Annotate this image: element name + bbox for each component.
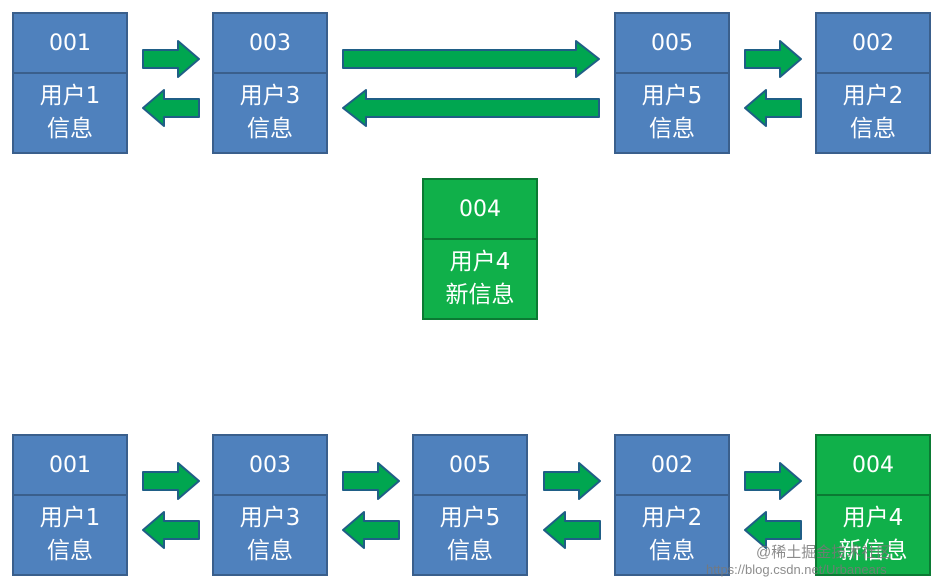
node-info-line: 信息 xyxy=(47,538,93,564)
node-id: 004 xyxy=(422,178,538,240)
left-arrow-long-icon xyxy=(342,89,600,127)
node-info-line: 用户4 xyxy=(842,505,904,531)
node-info: 用户3 信息 xyxy=(212,494,328,576)
node-003-top: 003 用户3 信息 xyxy=(212,12,328,156)
node-003-bottom: 003 用户3 信息 xyxy=(212,434,328,578)
watermark-line1: @稀土掘金技术社区 xyxy=(756,544,892,561)
node-info-line: 用户1 xyxy=(39,505,101,531)
node-info-line: 用户3 xyxy=(239,83,301,109)
node-id: 003 xyxy=(212,12,328,74)
node-005-bottom: 005 用户5 信息 xyxy=(412,434,528,578)
right-arrow-long-icon xyxy=(342,40,600,78)
node-info-line: 用户1 xyxy=(39,83,101,109)
left-arrow-icon xyxy=(744,89,802,127)
right-arrow-icon xyxy=(744,40,802,78)
node-info: 用户4 新信息 xyxy=(422,238,538,320)
node-info: 用户2 信息 xyxy=(614,494,730,576)
left-arrow-icon xyxy=(142,511,200,549)
right-arrow-icon xyxy=(543,462,601,500)
node-id: 001 xyxy=(12,12,128,74)
right-arrow-icon xyxy=(142,40,200,78)
node-001-bottom: 001 用户1 信息 xyxy=(12,434,128,578)
node-info-line: 信息 xyxy=(247,538,293,564)
node-info: 用户5 信息 xyxy=(614,72,730,154)
node-info: 用户5 信息 xyxy=(412,494,528,576)
node-id: 002 xyxy=(815,12,931,74)
node-info-line: 用户2 xyxy=(641,505,703,531)
left-arrow-icon xyxy=(342,511,400,549)
node-info-line: 信息 xyxy=(649,116,695,142)
node-id: 005 xyxy=(412,434,528,496)
node-001-top: 001 用户1 信息 xyxy=(12,12,128,156)
node-info: 用户1 信息 xyxy=(12,494,128,576)
node-id: 003 xyxy=(212,434,328,496)
node-info-line: 信息 xyxy=(247,116,293,142)
node-info: 用户2 信息 xyxy=(815,72,931,154)
node-info-line: 信息 xyxy=(47,116,93,142)
node-002-bottom: 002 用户2 信息 xyxy=(614,434,730,578)
node-info: 用户1 信息 xyxy=(12,72,128,154)
node-info-line: 新信息 xyxy=(838,538,908,564)
node-id: 005 xyxy=(614,12,730,74)
node-id: 004 xyxy=(815,434,931,496)
right-arrow-icon xyxy=(744,462,802,500)
node-info-line: 用户5 xyxy=(641,83,703,109)
node-id: 001 xyxy=(12,434,128,496)
node-info-line: 用户5 xyxy=(439,505,501,531)
node-info-line: 信息 xyxy=(850,116,896,142)
node-002-top: 002 用户2 信息 xyxy=(815,12,931,156)
node-info: 用户3 信息 xyxy=(212,72,328,154)
left-arrow-icon xyxy=(744,511,802,549)
node-info: 用户4 新信息 xyxy=(815,494,931,576)
right-arrow-icon xyxy=(342,462,400,500)
left-arrow-icon xyxy=(142,89,200,127)
left-arrow-icon xyxy=(543,511,601,549)
node-005-top: 005 用户5 信息 xyxy=(614,12,730,156)
node-info-line: 信息 xyxy=(447,538,493,564)
node-info-line: 新信息 xyxy=(445,282,515,308)
node-info-line: 用户3 xyxy=(239,505,301,531)
watermark: @稀土掘金技术社区 https://blog.csdn.net/Urbanear… xyxy=(706,544,891,578)
node-info-line: 用户2 xyxy=(842,83,904,109)
node-info-line: 用户4 xyxy=(449,249,511,275)
node-info-line: 信息 xyxy=(649,538,695,564)
node-004-bottom: 004 用户4 新信息 xyxy=(815,434,931,578)
node-004-new: 004 用户4 新信息 xyxy=(422,178,538,322)
node-id: 002 xyxy=(614,434,730,496)
watermark-line2: https://blog.csdn.net/Urbanears xyxy=(706,562,887,577)
right-arrow-icon xyxy=(142,462,200,500)
